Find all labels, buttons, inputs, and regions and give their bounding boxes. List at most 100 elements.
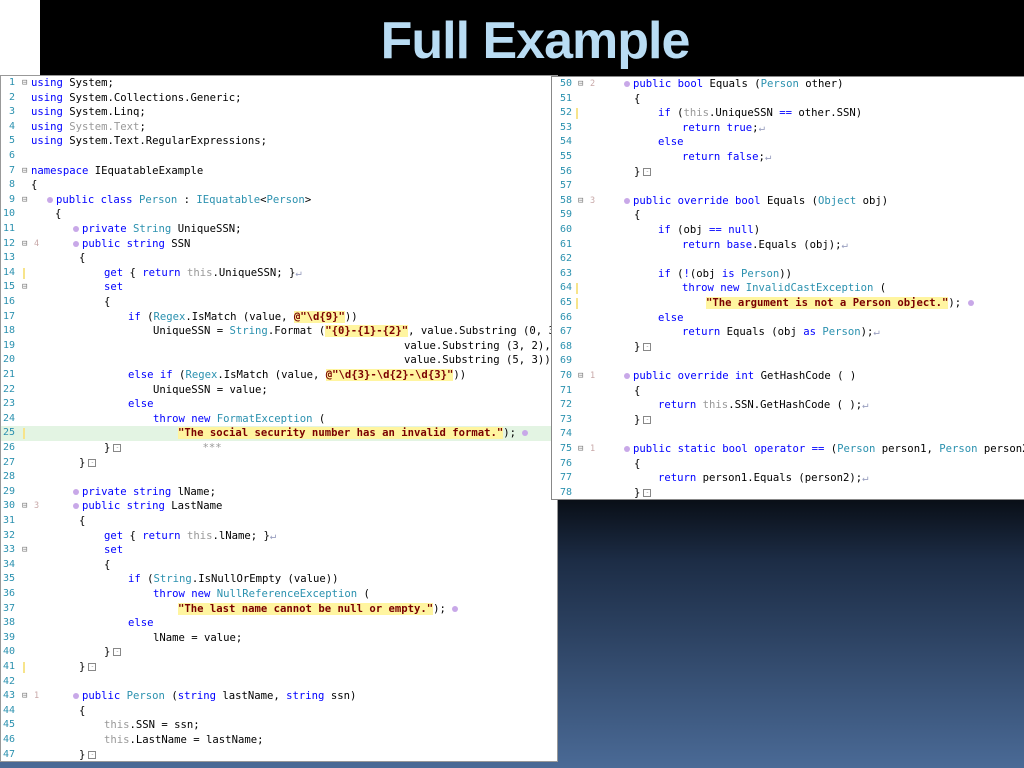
code-line[interactable]: 47}- [1,748,557,761]
code-line[interactable]: 73}- [552,413,1024,428]
code-line[interactable]: 71{ [552,384,1024,399]
code-line[interactable]: 51{ [552,92,1024,107]
code-line[interactable]: 65"The argument is not a Person object."… [552,296,1024,311]
code-line[interactable]: 74 [552,427,1024,442]
change-marker [576,298,578,309]
code-line[interactable]: 34{ [1,558,557,573]
code-line[interactable]: 78}- [552,486,1024,499]
code-line[interactable]: 27}- [1,456,557,471]
fold-toggle-icon[interactable]: ⊟ [578,444,584,454]
fold-toggle-icon[interactable]: ⊟ [22,282,28,293]
code-line[interactable]: 9⊟public class Person : IEquatable<Perso… [1,193,557,208]
fold-toggle-icon[interactable]: ⊟ [22,501,28,512]
code-line[interactable]: 7⊟namespace IEquatableExample [1,164,557,179]
code-line[interactable]: 62 [552,252,1024,267]
line-number: 26 [2,442,15,453]
code-text: return Equals (obj as Person);↵ [682,326,880,339]
code-line[interactable]: 1⊟using System; [1,76,557,91]
code-text: UniqueSSN = String.Format ("{0}-{1}-{2}"… [153,325,558,338]
code-line[interactable]: 44{ [1,704,557,719]
code-line[interactable]: 25"The social security number has an inv… [1,426,557,441]
fold-toggle-icon[interactable]: ⊟ [22,545,28,556]
fold-toggle-icon[interactable]: ⊟ [22,238,28,249]
code-line[interactable]: 68}- [552,340,1024,355]
code-line[interactable]: 16{ [1,295,557,310]
code-line[interactable]: 69 [552,354,1024,369]
fold-toggle-icon[interactable]: ⊟ [22,165,28,176]
code-line[interactable]: 13{ [1,251,557,266]
code-line[interactable]: 26}- *** [1,441,557,456]
code-line[interactable]: 42 [1,675,557,690]
fold-toggle-icon[interactable]: ⊟ [22,691,28,702]
code-line[interactable]: 41}- [1,660,557,675]
code-text: { [104,296,111,308]
code-text: if (this.UniqueSSN == other.SSN) [658,107,863,120]
line-number: 34 [2,558,15,570]
fold-toggle-icon[interactable]: ⊟ [22,78,28,88]
line-number: 39 [2,631,15,643]
code-line[interactable]: 59{ [552,208,1024,223]
code-line[interactable]: 15⊟set [1,280,557,295]
fold-toggle-icon[interactable]: ⊟ [578,371,584,381]
code-line[interactable]: 28 [1,470,557,485]
code-line[interactable]: 6 [1,149,557,164]
code-line[interactable]: 40}- [1,645,557,660]
code-line[interactable]: 37"The last name cannot be null or empty… [1,602,557,617]
code-line[interactable]: 33⊟set [1,543,557,558]
code-line[interactable]: 10{ [1,207,557,222]
reference-count: 1 [34,691,40,702]
code-line[interactable]: 8{ [1,178,557,193]
fold-toggle-icon[interactable]: ⊟ [578,79,584,89]
fold-toggle-icon[interactable]: ⊟ [22,194,28,205]
fold-toggle-icon[interactable]: ⊟ [578,195,584,206]
code-line[interactable]: 76{ [552,457,1024,472]
code-line[interactable]: 56}- [552,165,1024,180]
code-line[interactable]: 57 [552,179,1024,194]
code-line[interactable]: 31{ [1,514,557,529]
code-text: { [634,92,641,105]
